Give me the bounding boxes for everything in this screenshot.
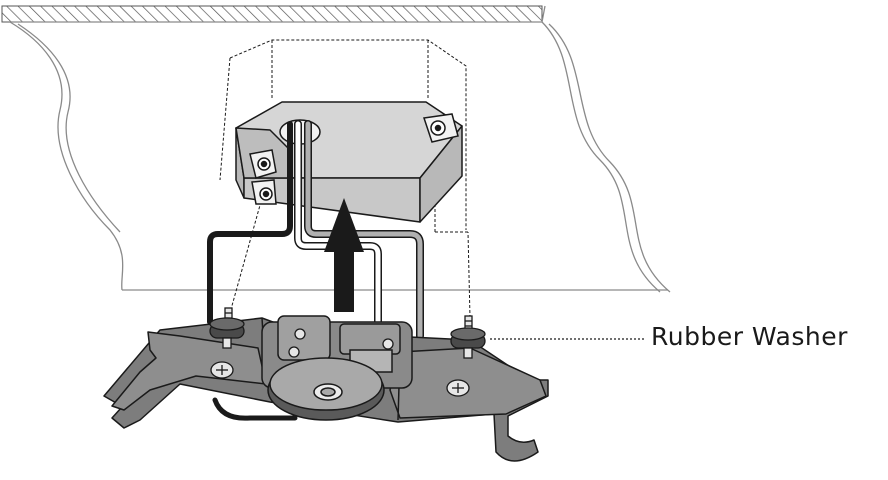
wire-gray [304,120,424,340]
hub-screw-top [294,328,306,340]
junction-box-holes [249,113,459,205]
bracket-screw-left [210,361,234,379]
screw-icon [210,328,470,397]
bracket-screw-right [446,379,470,397]
hole-left-lower [251,179,277,205]
hole-left-upper [249,149,277,179]
hole-right [423,113,459,143]
ceiling-hatch [1,5,543,23]
up-arrow-icon [324,198,364,312]
rubber-washer-left [209,307,245,349]
hub-screw-right [382,338,394,350]
hub-screw-side [288,346,300,358]
rubber-washer-label: Rubber Washer [651,322,848,351]
wire-black [207,121,293,325]
rubber-washer-right [450,315,486,359]
